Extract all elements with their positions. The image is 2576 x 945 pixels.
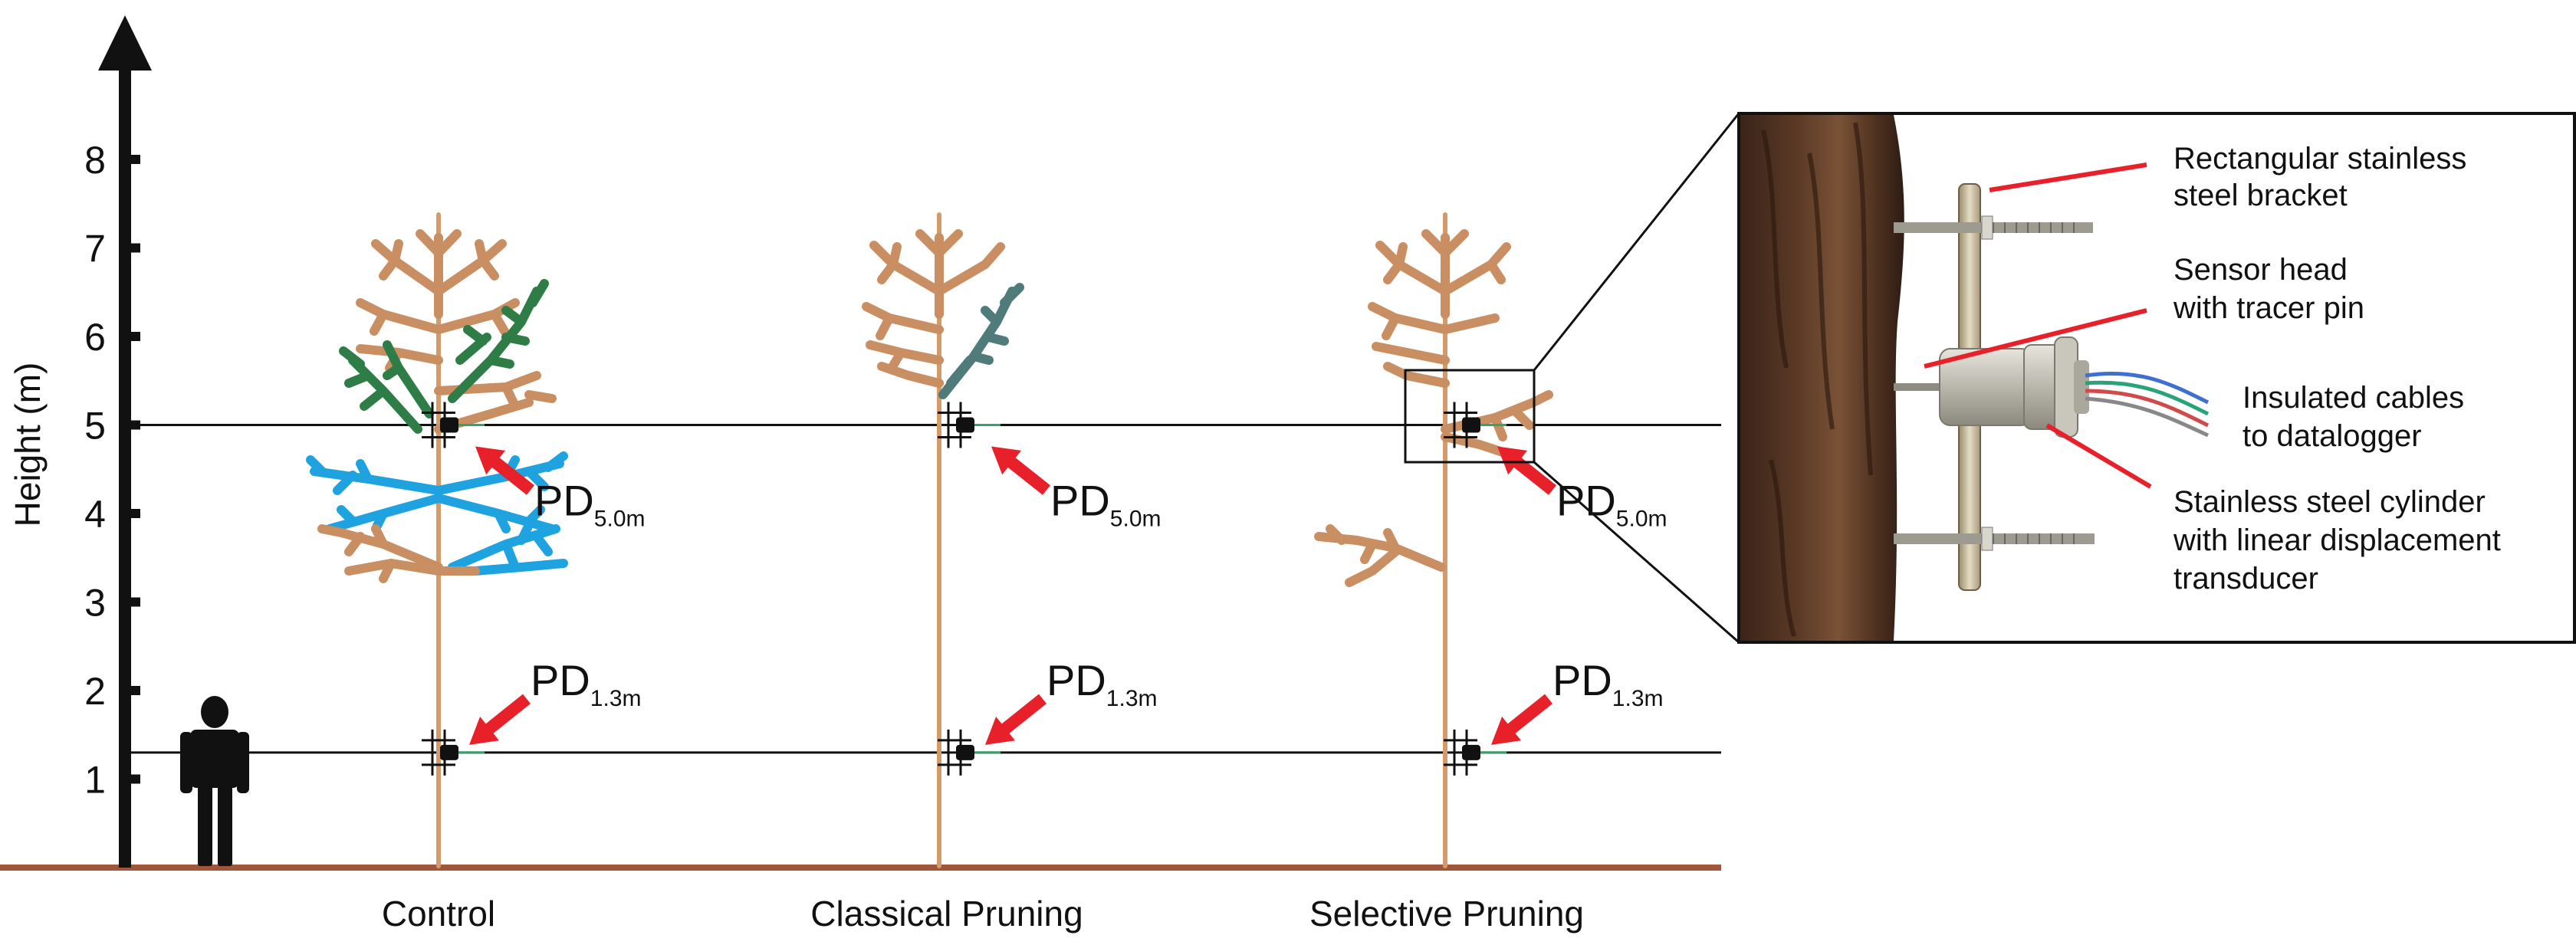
pd-label-base: PD (1046, 656, 1106, 704)
tree-label-classical-pruning: Classical Pruning (810, 894, 1083, 934)
axis-tick-label: 7 (84, 228, 106, 271)
axis-tick-label: 4 (84, 493, 106, 536)
pd-label-sub: 1.3m (1612, 686, 1664, 711)
red-arrow-icon (475, 446, 534, 495)
axis-tick-1: 1 (84, 759, 140, 802)
pd-label-base: PD (534, 477, 594, 525)
axis-tick-2: 2 (84, 670, 140, 713)
callout-bracket-line1: Rectangular stainless (2174, 142, 2466, 176)
pd-label-sub: 5.0m (1110, 507, 1162, 532)
dendrometer-1.3m: PD1.3m (1444, 656, 1664, 776)
red-arrow-icon (1497, 446, 1556, 495)
callout-sensor-line2: with tracer pin (2173, 291, 2364, 325)
callout-cylinder-line1: Stainless steel cylinder (2174, 485, 2486, 519)
tree-control (306, 212, 568, 868)
pd-label: PD5.0m (1050, 477, 1162, 532)
axis-arrow-head (98, 15, 152, 71)
axis-tick-label: 8 (84, 139, 106, 182)
red-arrow-icon (1491, 694, 1552, 745)
pd-label: PD1.3m (1046, 656, 1158, 711)
axis-tick-4: 4 (84, 493, 140, 536)
callout-line-cylinder (2045, 423, 2152, 489)
pd-label-base: PD (531, 656, 590, 704)
zoom-connector-bottom (1533, 461, 1740, 644)
pd-label: PD5.0m (534, 477, 646, 532)
dendrometer-photo-inset: Rectangular stainless steel bracket Sens… (1737, 112, 2576, 644)
person-silhouette-icon (180, 696, 249, 866)
callout-cables-line2: to datalogger (2242, 419, 2422, 453)
pd-label-sub: 1.3m (1106, 686, 1158, 711)
dendrometer-5.0m: PD5.0m (938, 402, 1162, 532)
pd-label: PD5.0m (1556, 477, 1668, 532)
pd-label-sub: 5.0m (594, 507, 646, 532)
zoom-region-box (1404, 369, 1536, 464)
pd-label-base: PD (1552, 656, 1612, 704)
axis-tick-label: 3 (84, 582, 106, 625)
dendrometer-5.0m: PD5.0m (422, 402, 646, 532)
red-arrow-icon (469, 694, 531, 745)
insulated-cables (2085, 371, 2210, 405)
height-axis: 1 2 3 4 5 6 7 8 Height (m) (8, 15, 152, 868)
dendrometer-1.3m: PD1.3m (422, 656, 642, 776)
zoom-connector-top (1533, 113, 1740, 371)
axis-tick-label: 2 (84, 670, 106, 713)
tree-selective-pruning (1314, 212, 1553, 868)
axis-tick-label: 6 (84, 316, 106, 359)
pd-label: PD1.3m (531, 656, 642, 711)
pd-label-sub: 1.3m (590, 686, 642, 711)
tree-classical-pruning (862, 212, 1024, 868)
callout-cylinder-line2: with linear displacement (2173, 523, 2501, 557)
callout-cables-line1: Insulated cables (2242, 381, 2464, 415)
callout-cylinder-line3: transducer (2174, 562, 2318, 596)
axis-tick-6: 6 (84, 316, 140, 359)
pd-label: PD1.3m (1552, 656, 1664, 711)
axis-tick-5: 5 (84, 405, 140, 448)
tracer-pin (1894, 383, 1940, 391)
dendrometer-1.3m: PD1.3m (938, 656, 1158, 776)
dendrometer-5.0m: PD5.0m (1444, 402, 1668, 532)
axis-tick-label: 5 (84, 405, 106, 448)
axis-tick-7: 7 (84, 228, 140, 271)
axis-tick-label: 1 (84, 759, 106, 802)
red-arrow-icon (985, 694, 1046, 745)
bark-texture (1740, 115, 1904, 641)
axis-tick-3: 3 (84, 582, 140, 625)
tree-label-control: Control (382, 894, 495, 934)
callout-sensor-line1: Sensor head (2174, 253, 2348, 287)
tree-label-selective-pruning: Selective Pruning (1309, 894, 1584, 934)
axis-label: Height (m) (8, 363, 48, 527)
red-arrow-icon (991, 446, 1050, 495)
pd-label-sub: 5.0m (1616, 507, 1668, 532)
axis-tick-8: 8 (84, 139, 140, 182)
callout-bracket-line2: steel bracket (2174, 179, 2348, 212)
callout-line-bracket (1989, 162, 2147, 192)
pd-label-base: PD (1556, 477, 1616, 525)
pd-label-base: PD (1050, 477, 1110, 525)
callout-line-sensor-head (1924, 308, 2147, 369)
